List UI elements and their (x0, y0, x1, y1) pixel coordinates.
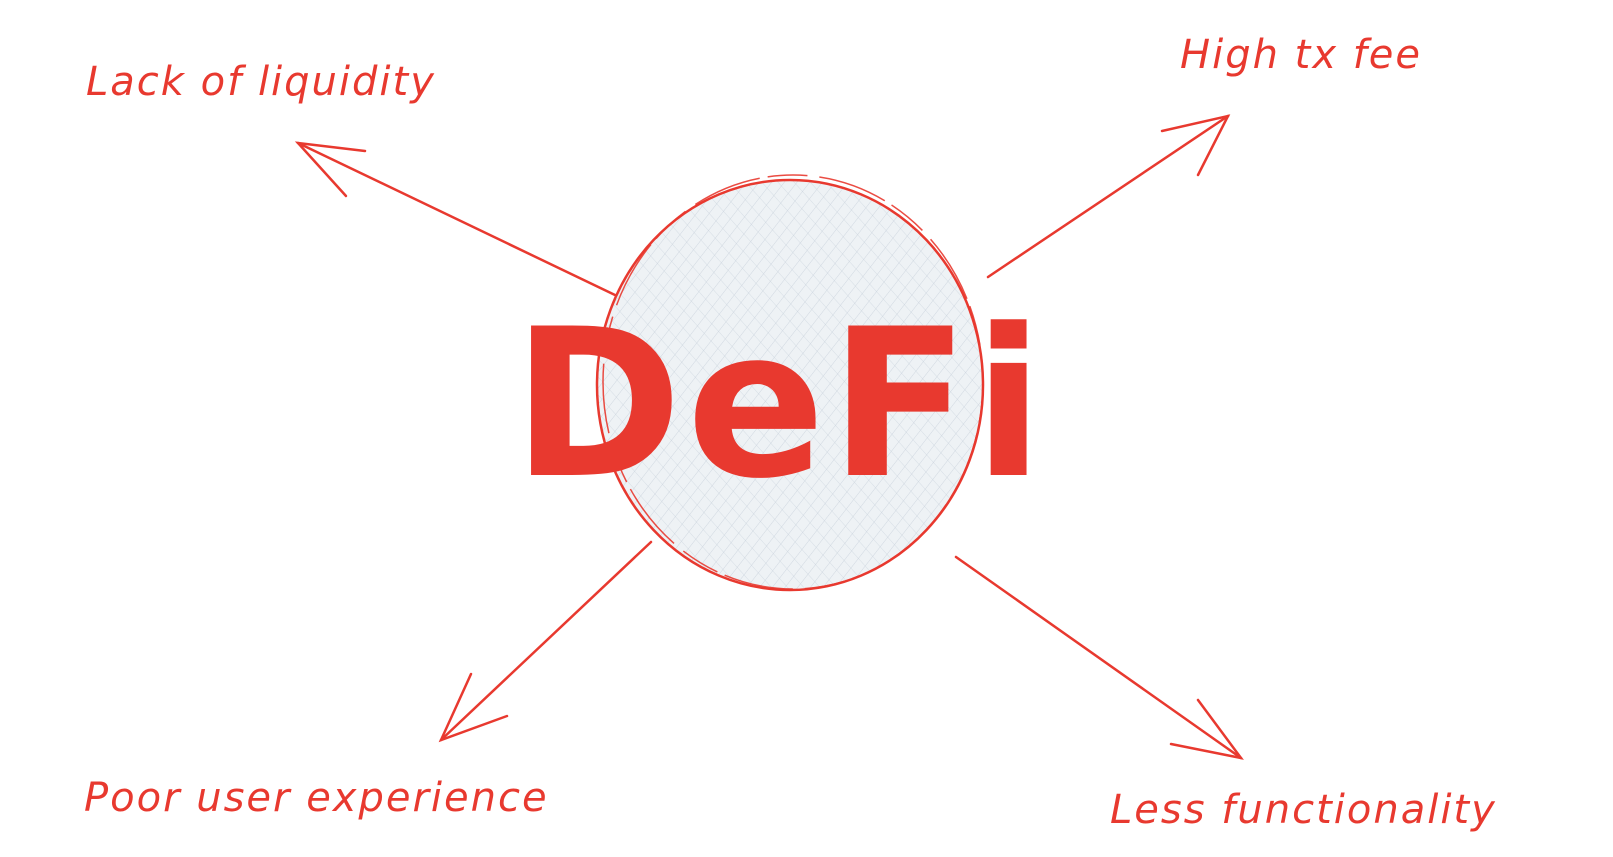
branch-label-less-functionality: Less functionality (1110, 787, 1497, 833)
center-title: DeFi (512, 286, 1048, 524)
branch-label-poor-user-experience: Poor user experience (84, 775, 549, 821)
branch-label-high-tx-fee: High tx fee (1180, 32, 1423, 78)
arrow-poor-user-experience (438, 540, 653, 743)
arrow-less-functionality (954, 555, 1244, 760)
branch-label-lack-of-liquidity: Lack of liquidity (86, 59, 436, 105)
center-circle (595, 174, 985, 592)
arrow-high-tx-fee (986, 114, 1231, 279)
arrow-lack-of-liquidity (294, 141, 617, 297)
